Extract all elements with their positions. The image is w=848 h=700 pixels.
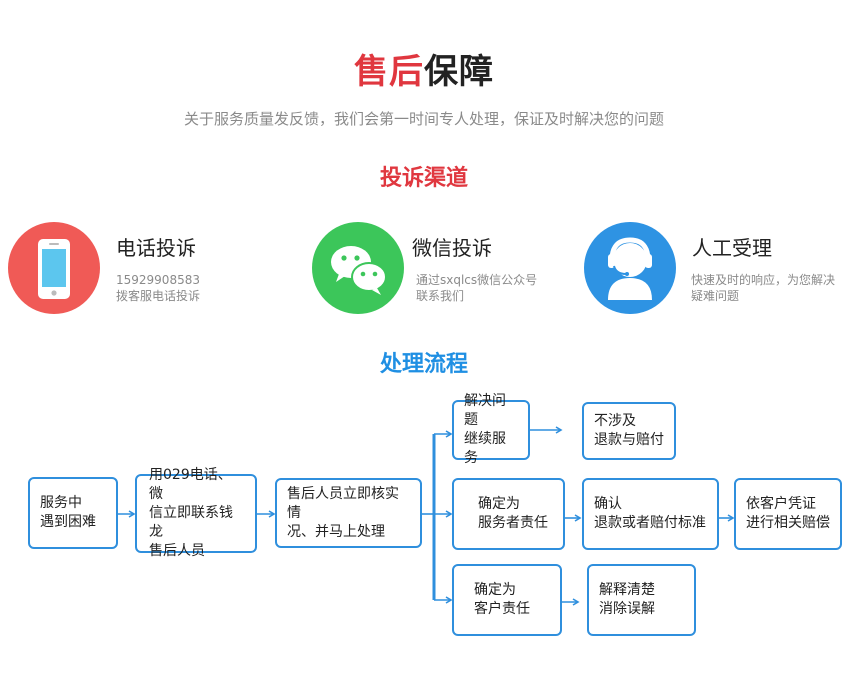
channel-name-wechat: 微信投诉: [412, 236, 492, 260]
wechat-desc-line2: 联系我们: [416, 289, 465, 303]
flow-box-provider-responsible: 确定为 服务者责任: [452, 478, 565, 550]
flow-box-compensate: 依客户凭证 进行相关赔偿: [734, 478, 842, 550]
flow-box-contact-support: 用029电话、微 信立即联系钱龙 售后人员: [135, 467, 257, 559]
phone-number: 15929908583: [116, 273, 200, 287]
page-title: 售后保障: [0, 44, 848, 93]
page-title-dark: 保障: [424, 52, 494, 92]
phone-desc-text: 拨客服电话投诉: [116, 289, 201, 303]
page-title-red: 售后: [354, 52, 424, 92]
flow-box-customer-responsible: 确定为 客户责任: [452, 564, 562, 636]
channel-desc-phone: 15929908583 拨客服电话投诉: [116, 272, 276, 304]
channel-desc-wechat: 通过sxqlcs微信公众号 联系我们: [416, 272, 576, 304]
channel-name-phone: 电话投诉: [116, 236, 196, 260]
flow-box-resolve-continue: 解决问题 继续服务: [452, 393, 530, 466]
customer-service-icon: [584, 222, 676, 314]
flow-box-explain: 解释清楚 消除误解: [587, 564, 696, 636]
flow-box-verify-and-handle: 售后人员立即核实情 况、并马上处理: [275, 478, 422, 548]
wechat-icon: [312, 222, 404, 314]
process-section-title: 处理流程: [379, 352, 468, 377]
phone-icon: [8, 222, 100, 314]
manual-desc-line2: 疑难问题: [691, 289, 740, 303]
flow-box-confirm-compensation: 确认 退款或者赔付标准: [582, 478, 719, 550]
page-subtitle: 关于服务质量发反馈，我们会第一时间专人处理，保证及时解决您的问题: [183, 110, 664, 128]
channel-name-manual: 人工受理: [692, 236, 772, 260]
wechat-desc-line1: 通过sxqlcs微信公众号: [416, 273, 538, 287]
channel-desc-manual: 快速及时的响应，为您解决 疑难问题: [691, 272, 848, 304]
manual-desc-line1: 快速及时的响应，为您解决: [691, 273, 836, 287]
flow-box-no-refund: 不涉及 退款与赔付: [582, 402, 676, 460]
flow-box-encounter-difficulty: 服务中 遇到困难: [28, 477, 118, 549]
complaint-section-title: 投诉渠道: [379, 166, 468, 191]
